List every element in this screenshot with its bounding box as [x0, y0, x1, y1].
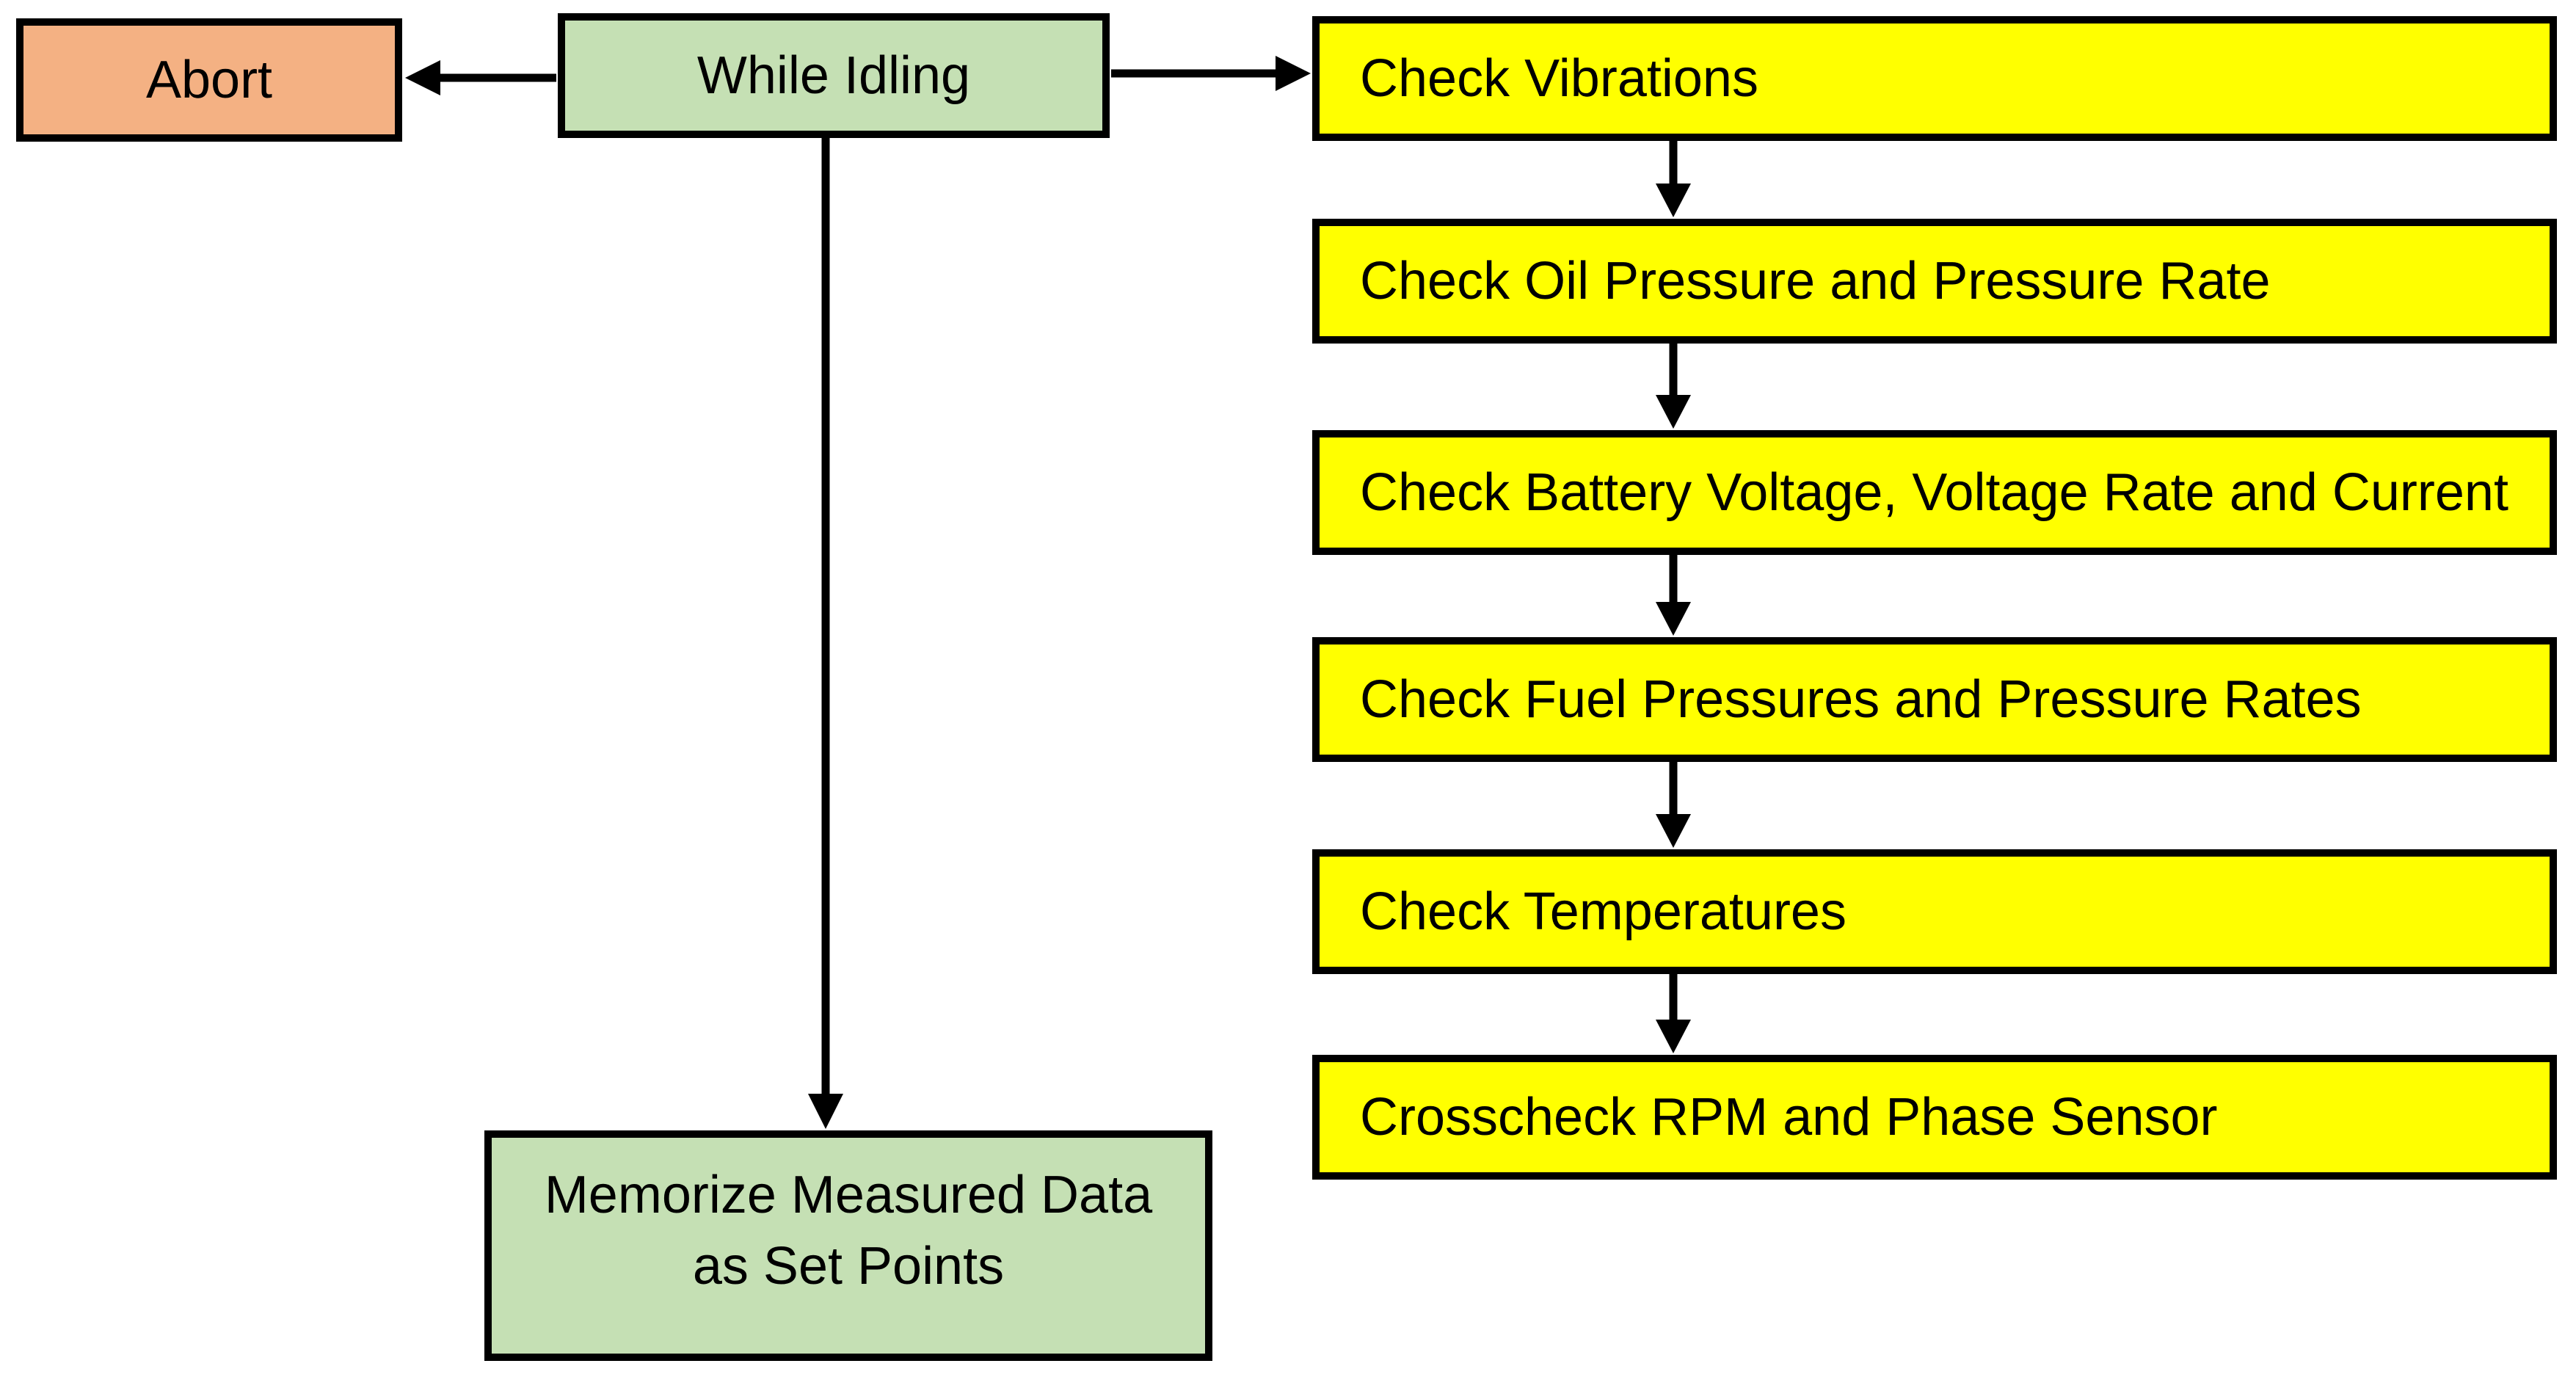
node-while-idling-label: While Idling — [696, 46, 971, 105]
edge-check-temperatures-to-crosscheck-rpm — [1656, 971, 1691, 1053]
node-check-fuel-label: Check Fuel Pressures and Pressure Rates — [1360, 669, 2362, 729]
node-memorize-label: Memorize Measured Data as Set Points — [545, 1160, 1152, 1302]
edge-while-idling-to-memorize — [808, 137, 843, 1129]
node-check-vibrations: Check Vibrations — [1312, 16, 2557, 141]
node-abort: Abort — [16, 18, 402, 142]
edge-check-battery-to-check-fuel — [1656, 552, 1691, 636]
node-check-temperatures: Check Temperatures — [1312, 849, 2557, 974]
node-check-oil-pressure: Check Oil Pressure and Pressure Rate — [1312, 219, 2557, 344]
edge-check-fuel-to-check-temperatures — [1656, 759, 1691, 848]
node-check-battery: Check Battery Voltage, Voltage Rate and … — [1312, 430, 2557, 555]
node-memorize: Memorize Measured Data as Set Points — [484, 1130, 1212, 1361]
node-while-idling: While Idling — [558, 13, 1110, 138]
node-crosscheck-rpm: Crosscheck RPM and Phase Sensor — [1312, 1055, 2557, 1180]
node-memorize-label-line1: Memorize Measured Data — [544, 1165, 1153, 1224]
node-crosscheck-rpm-label: Crosscheck RPM and Phase Sensor — [1360, 1087, 2218, 1147]
node-check-fuel: Check Fuel Pressures and Pressure Rates — [1312, 637, 2557, 762]
edge-check-vibrations-to-check-oil — [1656, 138, 1691, 217]
node-abort-label: Abort — [145, 50, 273, 109]
node-memorize-label-line2: as Set Points — [692, 1237, 1005, 1296]
node-check-temperatures-label: Check Temperatures — [1360, 882, 1847, 941]
node-check-oil-pressure-label: Check Oil Pressure and Pressure Rate — [1360, 251, 2271, 310]
edge-while-idling-to-check-vibrations — [1111, 56, 1311, 91]
edge-check-oil-to-check-battery — [1656, 341, 1691, 429]
edge-while-idling-to-abort — [405, 60, 556, 95]
node-check-battery-label: Check Battery Voltage, Voltage Rate and … — [1360, 462, 2508, 522]
node-check-vibrations-label: Check Vibrations — [1360, 48, 1758, 108]
